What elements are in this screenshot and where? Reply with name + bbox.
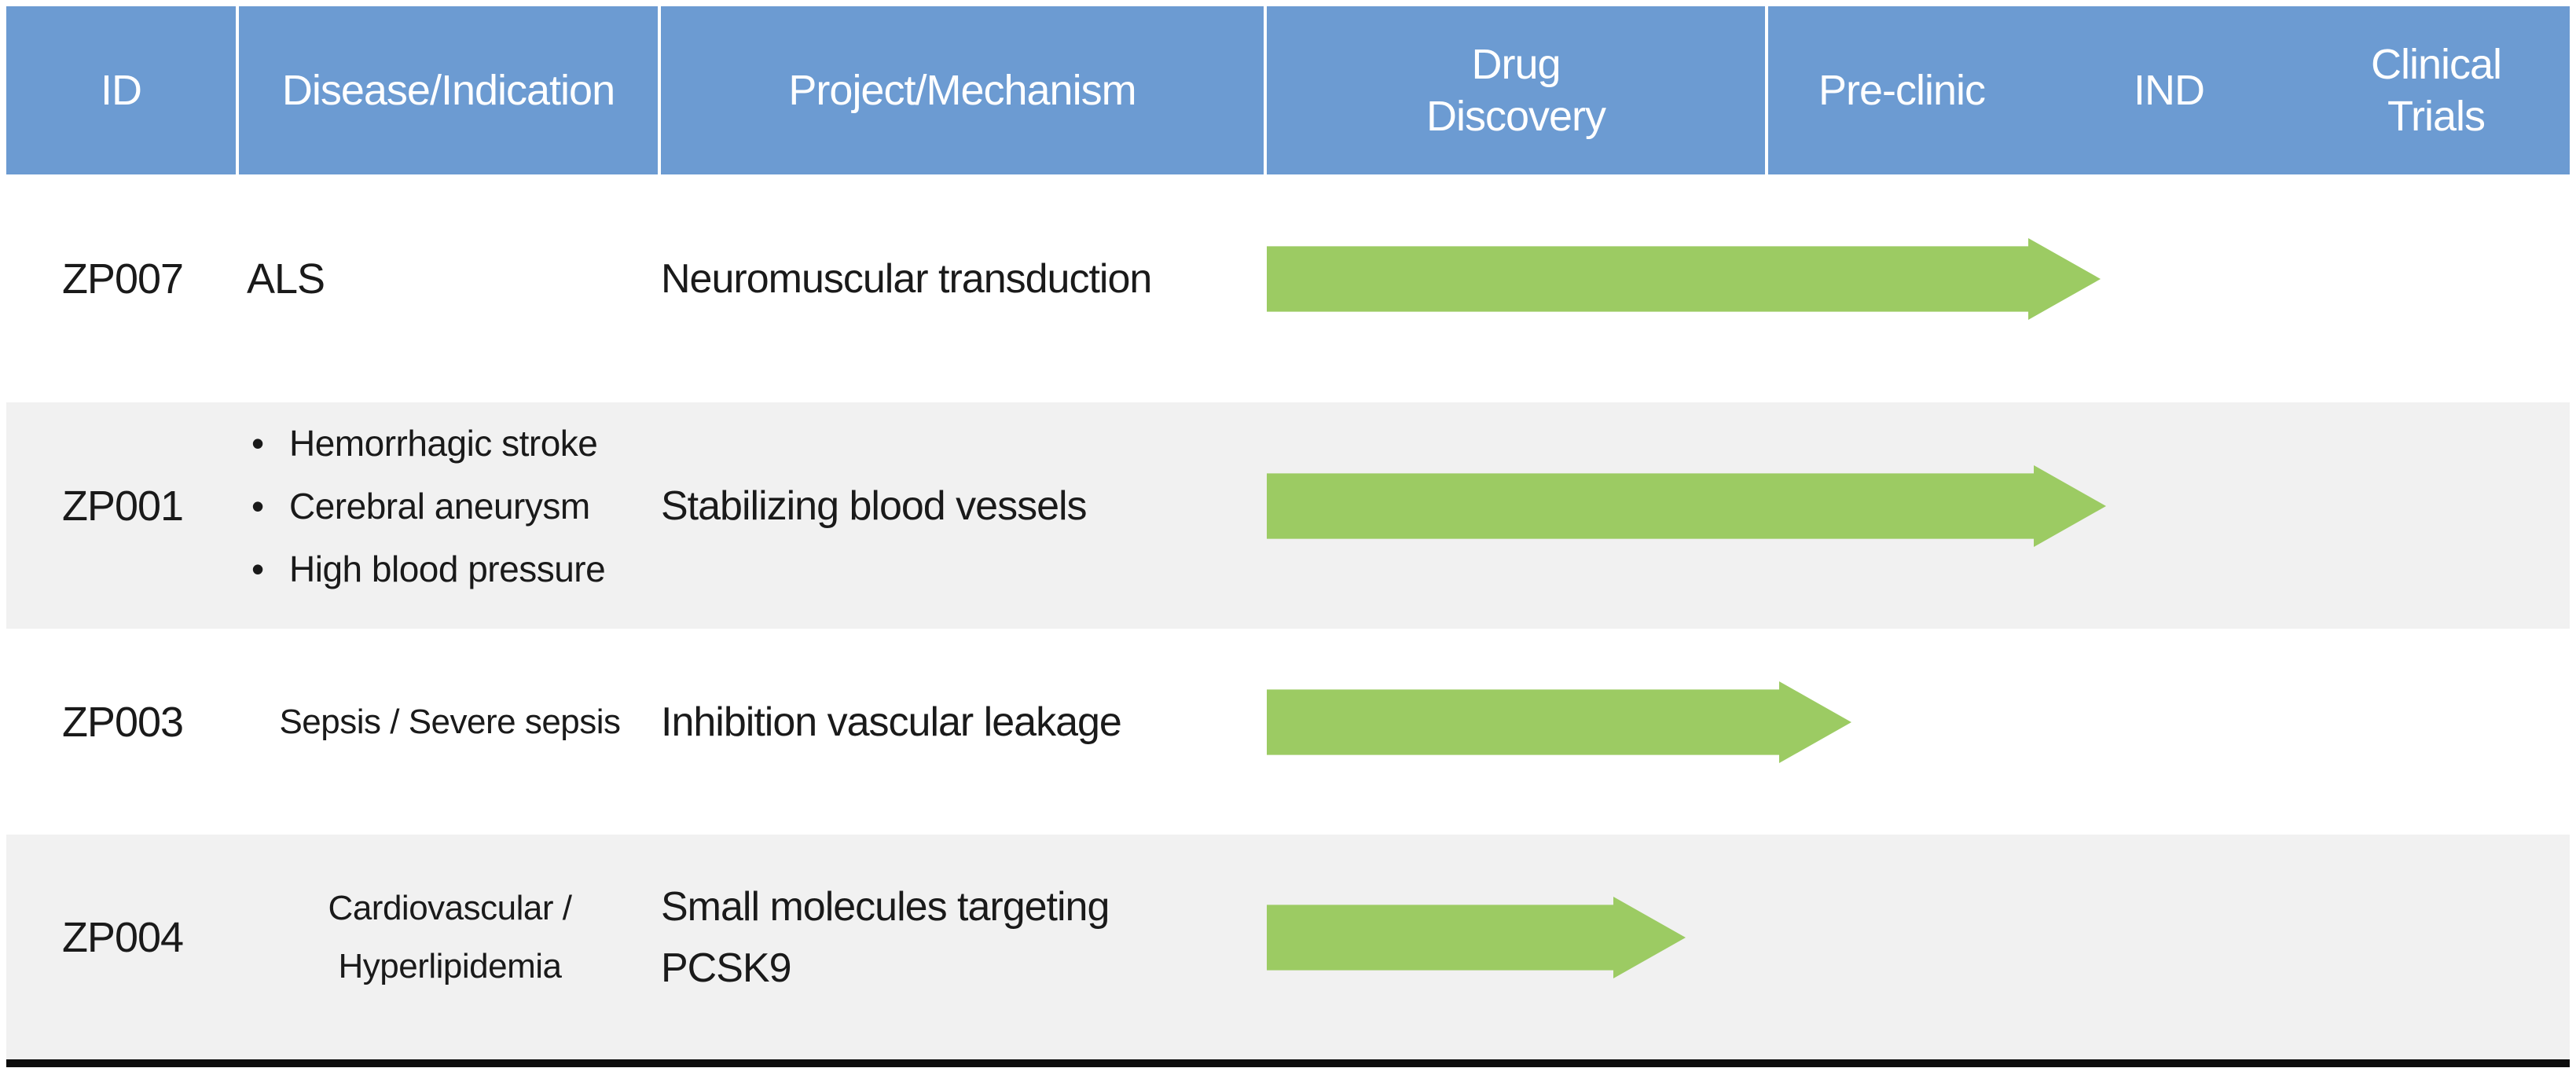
header-label-clinical-line1: Clinical bbox=[2370, 41, 2502, 88]
header-cell-disease: Disease/Indication bbox=[239, 6, 661, 174]
project-label: Small molecules targeting PCSK9 bbox=[661, 876, 1110, 999]
header-label-project: Project/Mechanism bbox=[788, 67, 1136, 114]
project-line2: PCSK9 bbox=[661, 945, 792, 991]
project-label: Neuromuscular transduction bbox=[661, 256, 1152, 302]
table-row-zp004: ZP004 Cardiovascular / Hyperlipidemia Sm… bbox=[6, 835, 2570, 1059]
disease-bullet-item: High blood pressure bbox=[247, 538, 606, 600]
progress-arrow bbox=[1267, 465, 2106, 547]
row-zp003-progress-track bbox=[1267, 619, 2570, 825]
disease-line1: Cardiovascular / bbox=[328, 889, 572, 927]
header-label-drug-line2: Discovery bbox=[1426, 93, 1606, 140]
header-label-disease: Disease/Indication bbox=[281, 67, 615, 114]
row-zp004-progress-track bbox=[1267, 825, 2570, 1050]
row-zp007-project-cell: Neuromuscular transduction bbox=[661, 165, 1267, 393]
project-id: ZP004 bbox=[61, 914, 184, 961]
header-label-clinical-line2: Trials bbox=[2387, 93, 2486, 140]
disease-line2: Hyperlipidemia bbox=[338, 947, 562, 985]
row-zp001-id-cell: ZP001 bbox=[6, 393, 239, 619]
header-cell-phases: Pre-clinic IND Clinical Trials bbox=[1768, 6, 2570, 174]
row-zp004-disease-cell: Cardiovascular / Hyperlipidemia bbox=[239, 825, 661, 1050]
project-id: ZP003 bbox=[61, 699, 184, 746]
row-zp001-project-cell: Stabilizing blood vessels bbox=[661, 393, 1267, 619]
header-phase-pre-clinic: Pre-clinic bbox=[1768, 64, 2035, 116]
table-row-zp001: ZP001 Hemorrhagic stroke Cerebral aneury… bbox=[6, 402, 2570, 629]
row-zp007-disease-cell: ALS bbox=[239, 165, 661, 393]
disease-label: Cardiovascular / Hyperlipidemia bbox=[328, 879, 572, 996]
row-zp001-disease-cell: Hemorrhagic stroke Cerebral aneurysm Hig… bbox=[239, 393, 661, 619]
disease-label: Sepsis / Severe sepsis bbox=[279, 703, 621, 741]
disease-bullet-list: Hemorrhagic stroke Cerebral aneurysm Hig… bbox=[247, 412, 606, 600]
header-cell-drug-discovery: Drug Discovery bbox=[1267, 6, 1768, 174]
disease-bullet-item: Cerebral aneurysm bbox=[247, 475, 605, 538]
project-id: ZP001 bbox=[61, 483, 184, 530]
progress-arrow bbox=[1267, 897, 1686, 978]
row-zp001-progress-track bbox=[1267, 393, 2570, 619]
progress-arrow bbox=[1267, 238, 2101, 320]
row-zp004-project-cell: Small molecules targeting PCSK9 bbox=[661, 825, 1267, 1050]
project-label: Stabilizing blood vessels bbox=[661, 483, 1088, 529]
project-label: Inhibition vascular leakage bbox=[661, 699, 1122, 745]
bottom-divider-line bbox=[6, 1059, 2570, 1067]
row-zp007-id-cell: ZP007 bbox=[6, 165, 239, 393]
project-id: ZP007 bbox=[61, 255, 184, 303]
row-zp007-progress-track bbox=[1267, 165, 2570, 393]
table-row-zp007: ZP007 ALS Neuromuscular transduction bbox=[6, 174, 2570, 402]
header-phase-ind: IND bbox=[2035, 64, 2303, 116]
header-label-id: ID bbox=[101, 67, 142, 114]
table-header-row: ID Disease/Indication Project/Mechanism … bbox=[6, 6, 2570, 174]
row-zp004-id-cell: ZP004 bbox=[6, 825, 239, 1050]
row-zp003-disease-cell: Sepsis / Severe sepsis bbox=[239, 619, 661, 825]
header-cell-project: Project/Mechanism bbox=[661, 6, 1267, 174]
header-label-ind: IND bbox=[2134, 67, 2205, 114]
row-zp003-project-cell: Inhibition vascular leakage bbox=[661, 619, 1267, 825]
header-phase-clinical-trials: Clinical Trials bbox=[2303, 39, 2570, 142]
progress-arrow bbox=[1267, 681, 1851, 763]
row-zp003-id-cell: ZP003 bbox=[6, 619, 239, 825]
table-row-zp003: ZP003 Sepsis / Severe sepsis Inhibition … bbox=[6, 629, 2570, 835]
disease-label: ALS bbox=[247, 255, 325, 303]
project-line1: Small molecules targeting bbox=[661, 884, 1110, 930]
disease-bullet-item: Hemorrhagic stroke bbox=[247, 412, 605, 475]
header-label-drug-line1: Drug bbox=[1471, 41, 1561, 88]
header-cell-id: ID bbox=[6, 6, 239, 174]
header-label-pre-clinic: Pre-clinic bbox=[1818, 67, 1986, 114]
